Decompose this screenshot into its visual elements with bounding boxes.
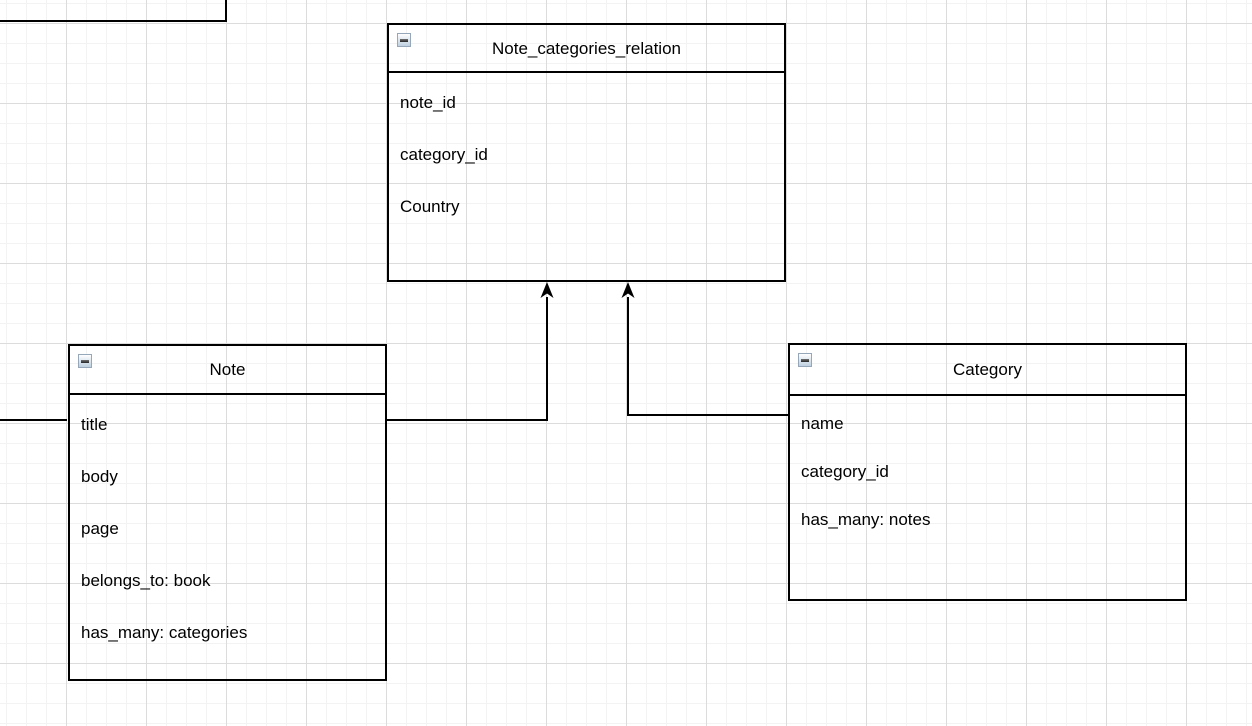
entity-title: Note — [209, 360, 246, 379]
entity-fields: note_id category_id Country — [389, 73, 784, 233]
entity-fields: title body page belongs_to: book has_man… — [70, 395, 385, 659]
field-row-page[interactable]: page — [81, 519, 119, 538]
edge-category-to-relation[interactable] — [627, 297, 789, 416]
arrowhead-note-to-relation-icon — [540, 282, 554, 298]
entity-title: Category — [953, 360, 1022, 379]
entity-category[interactable]: Category name category_id has_many: note… — [788, 343, 1187, 601]
field-row-category-id[interactable]: category_id — [400, 145, 488, 164]
entity-category-header[interactable]: Category — [790, 345, 1185, 396]
collapse-minus-icon[interactable] — [78, 354, 92, 368]
field-row-has-many-categories[interactable]: has_many: categories — [81, 623, 248, 642]
entity-note-header[interactable]: Note — [70, 346, 385, 395]
entity-note-categories-relation[interactable]: Note_categories_relation note_id categor… — [387, 23, 786, 282]
field-row-category-id[interactable]: category_id — [801, 462, 889, 481]
minus-glyph-icon — [81, 359, 89, 363]
field-row-title[interactable]: title — [81, 415, 108, 434]
collapse-minus-icon[interactable] — [397, 33, 411, 47]
field-row-body[interactable]: body — [81, 467, 118, 486]
minus-glyph-icon — [801, 358, 809, 362]
field-row-belongs-to-book[interactable]: belongs_to: book — [81, 571, 211, 590]
partial-entity-box[interactable] — [0, 0, 227, 22]
field-row-name[interactable]: name — [801, 414, 844, 433]
field-row-country[interactable]: Country — [400, 197, 460, 216]
entity-fields: name category_id has_many: notes — [790, 396, 1185, 544]
arrowhead-category-to-relation-icon — [621, 282, 635, 298]
edge-note-to-relation[interactable] — [387, 297, 548, 421]
entity-note-categories-relation-header[interactable]: Note_categories_relation — [389, 25, 784, 73]
field-row-note-id[interactable]: note_id — [400, 93, 456, 112]
entity-title: Note_categories_relation — [491, 38, 681, 58]
collapse-minus-icon[interactable] — [798, 353, 812, 367]
entity-note[interactable]: Note title body page belongs_to: book ha… — [68, 344, 387, 681]
field-row-has-many-notes[interactable]: has_many: notes — [801, 510, 931, 529]
minus-glyph-icon — [400, 38, 408, 42]
